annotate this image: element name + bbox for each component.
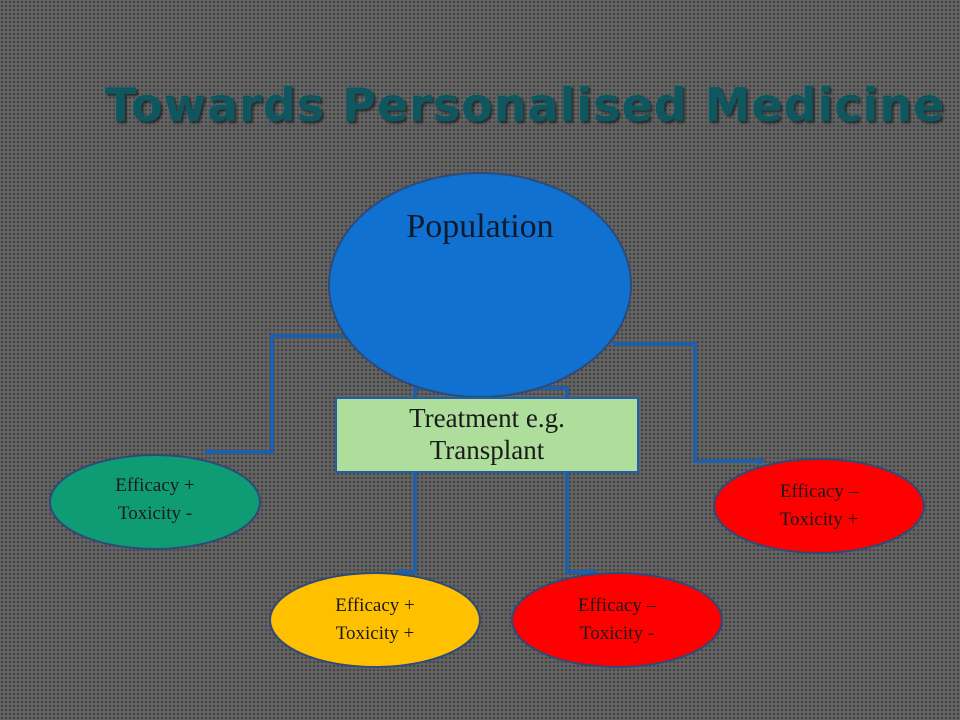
population-node — [328, 172, 632, 398]
outcome-efficacy-text: Efficacy + — [115, 475, 195, 496]
outcome-label-efficacy-plus-toxicity-plus: Efficacy + Toxicity + — [275, 592, 475, 648]
treatment-line-1: Treatment e.g. — [409, 403, 565, 433]
outcome-efficacy-text: Efficacy – — [779, 481, 859, 502]
outcome-toxicity-text: Toxicity + — [335, 623, 415, 644]
outcome-efficacy-text: Efficacy + — [335, 595, 415, 616]
outcome-label-efficacy-minus-toxicity-plus: Efficacy – Toxicity + — [719, 478, 919, 534]
arrow-to-efficacy-plus-toxicity-minus — [203, 334, 345, 456]
outcome-node-efficacy-minus-toxicity-plus — [713, 458, 925, 554]
outcome-toxicity-text: Toxicity - — [579, 623, 655, 644]
treatment-label: Treatment e.g. Transplant — [336, 402, 638, 466]
outcome-node-efficacy-minus-toxicity-minus — [511, 572, 723, 668]
arrow-to-efficacy-minus-toxicity-minus — [520, 386, 598, 576]
outcome-node-efficacy-plus-toxicity-minus — [49, 454, 261, 550]
outcome-label-efficacy-minus-toxicity-minus: Efficacy – Toxicity - — [517, 592, 717, 648]
outcome-node-efficacy-plus-toxicity-plus — [269, 572, 481, 668]
slide-title: Towards Personalised Medicine — [104, 78, 946, 132]
outcome-label-efficacy-plus-toxicity-minus: Efficacy + Toxicity - — [55, 472, 255, 528]
outcome-toxicity-text: Toxicity - — [117, 503, 193, 524]
treatment-box — [335, 397, 639, 473]
arrow-to-efficacy-minus-toxicity-plus — [612, 342, 766, 465]
population-label: Population — [406, 208, 554, 245]
outcome-efficacy-text: Efficacy – — [577, 595, 657, 616]
treatment-line-2: Transplant — [429, 435, 545, 465]
outcome-toxicity-text: Toxicity + — [779, 509, 859, 530]
